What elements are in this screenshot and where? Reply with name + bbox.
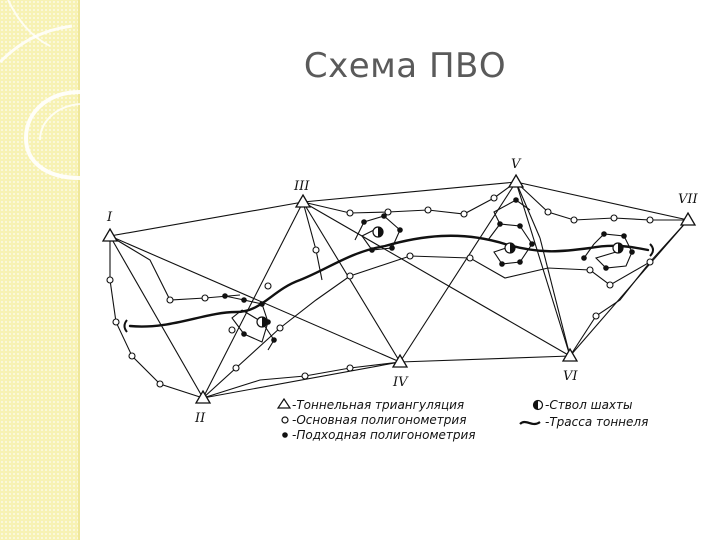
legend-main-polygonometry: -Основная полигонометрия <box>292 413 466 427</box>
main-polygonometry-points <box>106 194 654 388</box>
legend-approach-polygonometry: -Подходная полигонометрия <box>292 428 476 442</box>
station-I-marker <box>101 227 119 242</box>
station-label-VI: VI <box>563 369 578 384</box>
legend-triangulation: -Тоннельная триангуляция <box>292 398 464 412</box>
station-VI-marker <box>561 347 579 362</box>
slide-title: Схема ПВО <box>303 46 507 86</box>
station-V-marker <box>507 173 525 188</box>
approach-polygonometry-points <box>222 197 635 343</box>
tunnel-route <box>128 234 650 328</box>
station-label-IV: IV <box>392 375 409 390</box>
station-label-II: II <box>194 411 206 426</box>
shaft-4 <box>612 242 624 254</box>
station-label-I: I <box>106 210 113 225</box>
station-labels: I II III IV V VI VII <box>106 157 699 426</box>
legend-triangle-icon <box>276 397 292 409</box>
legend-filled-point-icon <box>282 432 288 438</box>
shaft-markers <box>256 226 624 328</box>
triangulation-network <box>109 181 689 399</box>
legend-hollow-point-icon <box>281 416 289 424</box>
legend: -Тоннельная триангуляция -Основная полиг… <box>276 397 648 442</box>
triangulation-stations <box>101 173 697 404</box>
station-VII-marker <box>679 211 697 226</box>
legend-tunnel-route: -Трасса тоннеля <box>545 415 648 429</box>
shaft-3 <box>504 242 516 254</box>
station-II-marker <box>194 389 212 404</box>
station-label-III: III <box>293 179 310 194</box>
side-swirl-decoration <box>0 0 80 180</box>
side-decoration-band <box>0 0 80 540</box>
side-band-edge <box>78 0 80 540</box>
approach-polygonometry <box>224 199 633 351</box>
shaft-1 <box>256 316 268 328</box>
shaft-2 <box>372 226 384 238</box>
legend-shaft: -Ствол шахты <box>545 398 633 412</box>
station-IV-marker <box>391 353 409 368</box>
station-III-marker <box>294 193 312 208</box>
portal-marks <box>123 243 654 333</box>
legend-shaft-icon <box>532 399 544 411</box>
legend-tunnel-route-icon <box>519 420 541 426</box>
station-label-VII: VII <box>678 192 699 207</box>
station-label-V: V <box>511 157 522 172</box>
